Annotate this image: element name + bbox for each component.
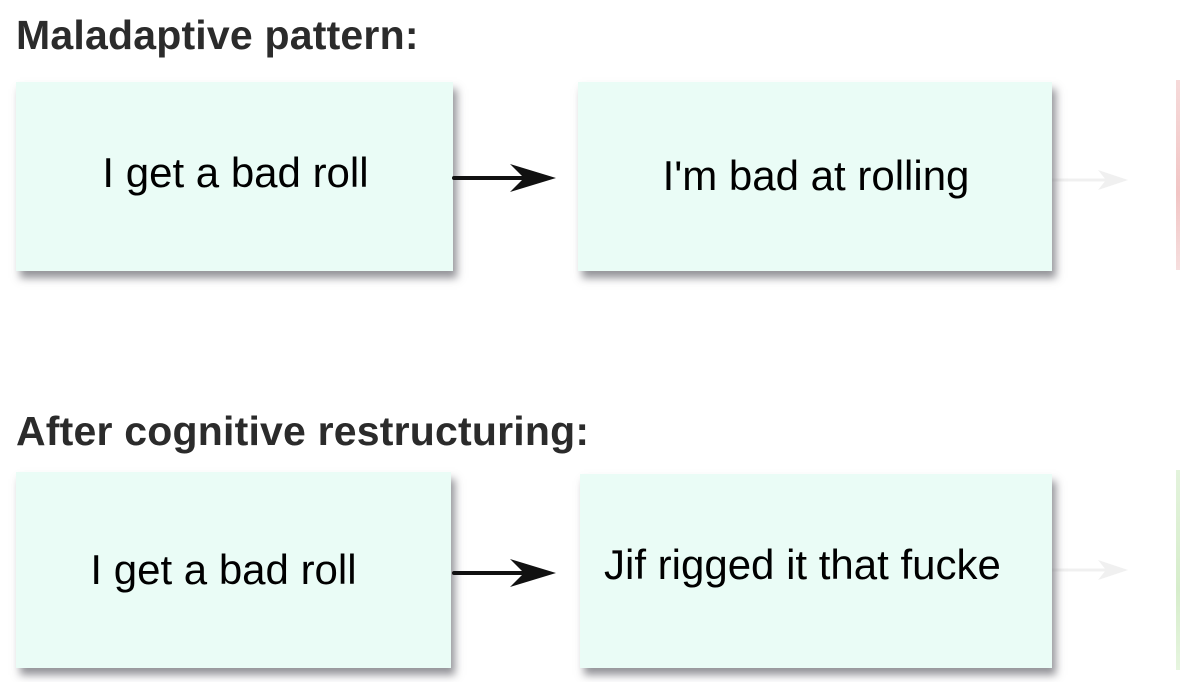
maladaptive-belief-text: I'm bad at rolling xyxy=(662,151,970,199)
maladaptive-belief-box: I'm bad at rolling xyxy=(578,82,1052,271)
cut-off-box-edge-top xyxy=(1176,80,1180,270)
faded-arrow-icon xyxy=(1052,170,1128,190)
cut-off-box-edge-bottom xyxy=(1176,470,1180,670)
restructured-belief-box: Jif rigged it that fucke xyxy=(580,474,1052,668)
restructured-belief-text: Jif rigged it that fucke xyxy=(604,541,1001,588)
maladaptive-trigger-text: I get a bad roll xyxy=(102,148,369,196)
restructured-trigger-box: I get a bad roll xyxy=(16,472,451,668)
maladaptive-arrow-icon xyxy=(452,164,556,192)
restructured-trigger-text: I get a bad roll xyxy=(90,546,357,593)
restructured-arrow-icon xyxy=(452,559,556,587)
maladaptive-trigger-box: I get a bad roll xyxy=(16,82,453,271)
restructuring-heading: After cognitive restructuring: xyxy=(16,408,590,454)
faded-arrow-icon xyxy=(1052,560,1128,580)
maladaptive-pattern-heading: Maladaptive pattern: xyxy=(16,12,419,58)
